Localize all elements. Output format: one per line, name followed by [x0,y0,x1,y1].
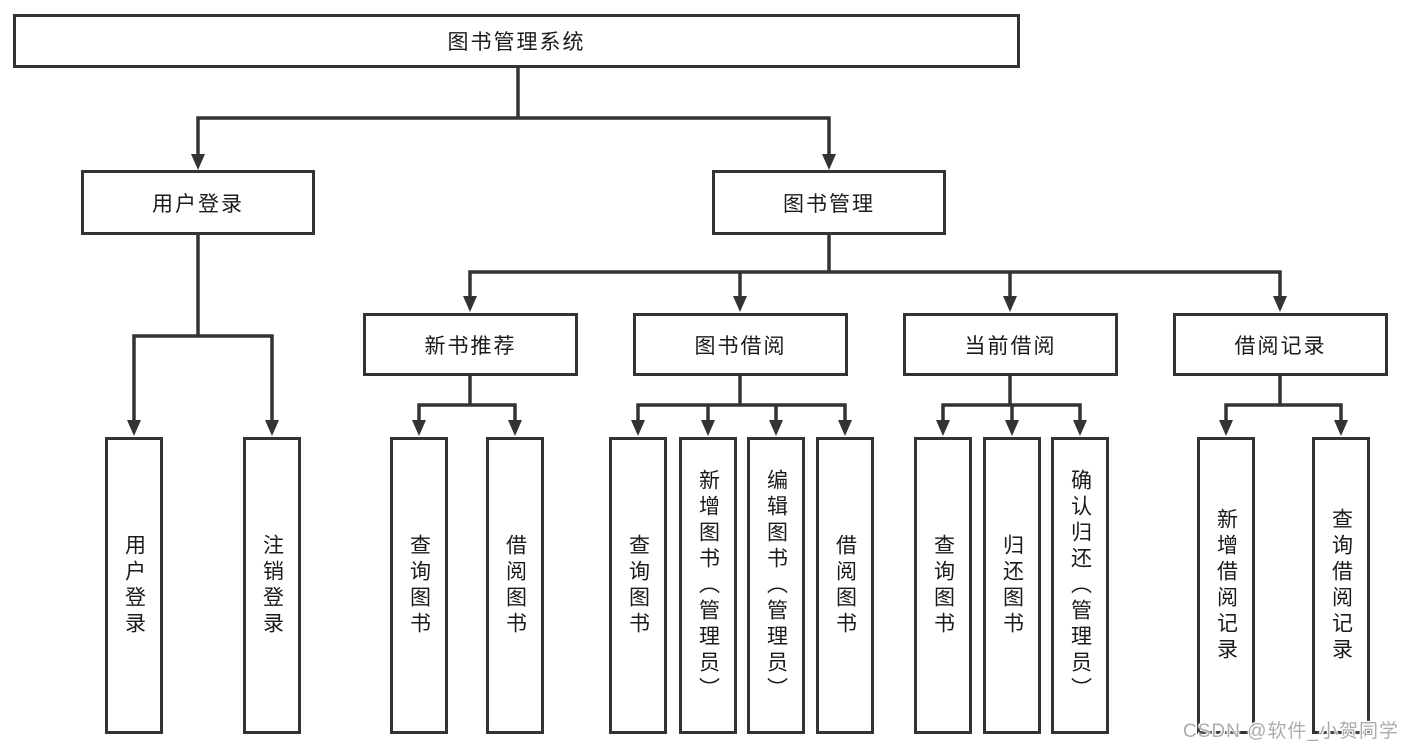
leaf-query-borrow-record: 查询借阅记录 [1312,437,1370,734]
node-root-system: 图书管理系统 [13,14,1020,68]
node-new-book-recommend: 新书推荐 [363,313,578,376]
leaf-label: 新增图书（管理员） [696,468,720,703]
leaf-label: 用户登录 [122,533,146,638]
node-label: 图书管理 [783,192,875,216]
node-label: 图书借阅 [694,334,787,358]
leaf-label: 借阅图书 [833,533,857,638]
node-user-login: 用户登录 [81,170,315,235]
node-label: 当前借阅 [964,334,1057,358]
leaf-label: 查询图书 [931,533,955,638]
leaf-label: 确认归还（管理员） [1068,468,1092,703]
node-book-borrow: 图书借阅 [633,313,848,376]
node-borrow-record: 借阅记录 [1173,313,1388,376]
leaf-borrow-books-rec: 借阅图书 [486,437,544,734]
arrowhead-icons [127,154,1348,436]
leaf-label: 新增借阅记录 [1214,507,1238,664]
node-book-management: 图书管理 [712,170,946,235]
leaf-user-login: 用户登录 [105,437,163,734]
leaf-label: 归还图书 [1000,533,1024,638]
node-label: 图书管理系统 [447,31,586,54]
leaf-query-books-current: 查询图书 [914,437,972,734]
leaf-query-books-rec: 查询图书 [390,437,448,734]
leaf-logout: 注销登录 [243,437,301,734]
leaf-return-books: 归还图书 [983,437,1041,734]
node-label: 用户登录 [152,192,244,216]
leaf-confirm-return-admin: 确认归还（管理员） [1051,437,1109,734]
leaf-label: 借阅图书 [503,533,527,638]
leaf-label: 编辑图书（管理员） [764,468,788,703]
leaf-query-books-borrow: 查询图书 [609,437,667,734]
node-label: 借阅记录 [1234,334,1327,358]
leaf-borrow-books: 借阅图书 [816,437,874,734]
leaf-label: 注销登录 [260,533,284,638]
leaf-edit-books-admin: 编辑图书（管理员） [747,437,805,734]
node-label: 新书推荐 [424,334,517,358]
leaf-add-books-admin: 新增图书（管理员） [679,437,737,734]
connector-paths [132,66,1343,424]
leaf-label: 查询图书 [407,533,431,638]
leaf-label: 查询图书 [626,533,650,638]
node-current-borrow: 当前借阅 [903,313,1118,376]
csdn-watermark: CSDN @软件_小贺同学 [1183,721,1399,742]
leaf-label: 查询借阅记录 [1329,507,1353,664]
leaf-add-borrow-record: 新增借阅记录 [1197,437,1255,734]
